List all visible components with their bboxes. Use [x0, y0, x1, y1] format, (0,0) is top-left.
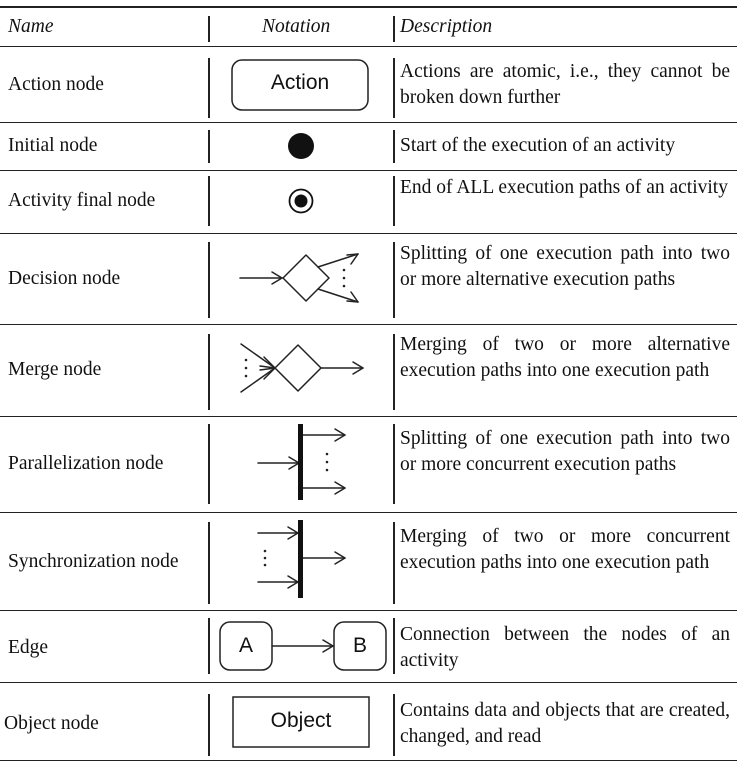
edge-symbol — [219, 621, 387, 671]
header-divider-left — [208, 16, 210, 42]
header-divider-right — [393, 16, 395, 42]
table-bottom-rule — [0, 760, 737, 761]
row-description: Splitting of one execution path into two… — [400, 243, 730, 290]
row-name: Parallelization node — [8, 453, 164, 474]
row-name: Merge node — [8, 359, 102, 380]
initial-node-symbol — [288, 133, 314, 159]
row-description: Start of the execution of an activity — [400, 135, 676, 156]
row-name: Decision node — [8, 268, 121, 289]
row-description: Merging of two or more alternative execu… — [400, 334, 730, 381]
edge-node-b-label: B — [352, 634, 367, 657]
table-top-rule — [0, 6, 737, 8]
row-name: Edge — [8, 637, 49, 658]
row-description: Contains data and objects that are creat… — [400, 700, 730, 747]
action-label: Action — [270, 71, 330, 94]
row-name: Object node — [4, 713, 99, 734]
decision-node-symbol — [239, 253, 359, 303]
row-name: Activity final node — [8, 190, 156, 211]
row-name: Initial node — [8, 135, 98, 156]
row-description: Merging of two or more concurrent execut… — [400, 526, 730, 573]
edge-node-a-label: A — [238, 634, 253, 657]
row-name: Synchronization node — [8, 551, 179, 572]
header-description: Description — [400, 16, 493, 37]
row-description: Connection between the nodes of an activ… — [400, 624, 730, 671]
header-notation: Notation — [262, 16, 331, 37]
row-name: Action node — [8, 74, 104, 95]
action-node-symbol — [231, 59, 369, 111]
header-rule — [0, 46, 737, 47]
object-node-symbol — [232, 696, 370, 748]
activity-final-node-symbol — [288, 188, 314, 214]
row-description: Actions are atomic, i.e., they cannot be… — [400, 61, 730, 108]
row-description: End of ALL execution paths of an activit… — [400, 177, 728, 198]
header-name: Name — [8, 16, 54, 37]
parallelization-node-symbol — [257, 424, 346, 500]
object-label: Object — [270, 709, 332, 732]
synchronization-node-symbol — [257, 520, 346, 598]
merge-node-symbol — [240, 343, 364, 393]
row-description: Splitting of one execution path into two… — [400, 428, 730, 475]
